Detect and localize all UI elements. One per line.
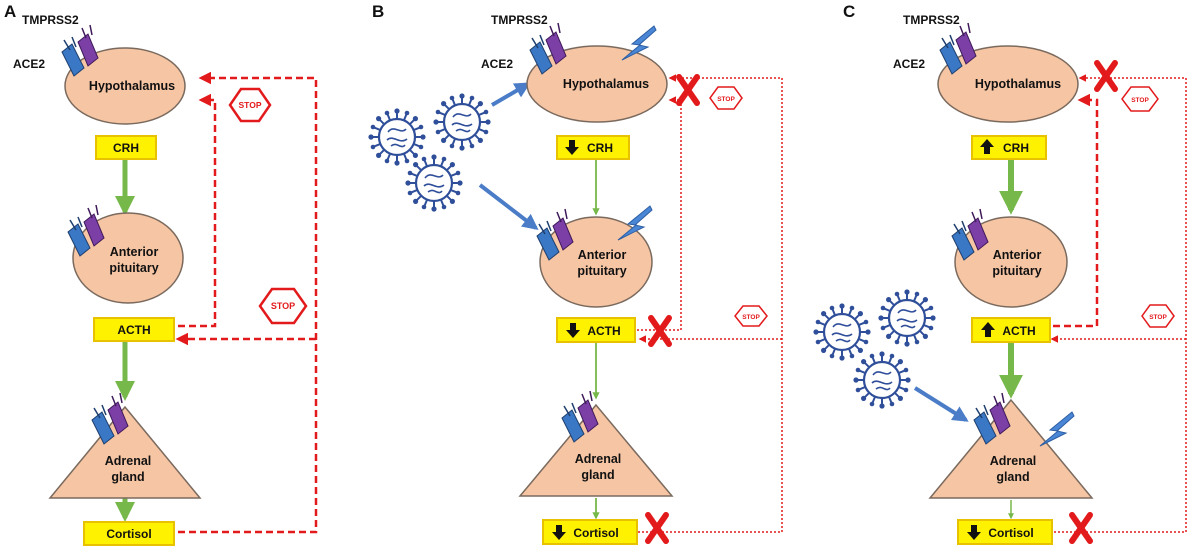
stop-label: STOP — [271, 301, 295, 311]
tmprss2-label: TMPRSS2 — [491, 13, 548, 27]
pituitary-label-line1: Anterior — [993, 248, 1042, 262]
adrenal-label-line2: gland — [581, 468, 614, 482]
red-x-icon — [1072, 515, 1090, 541]
virus-icon — [877, 288, 937, 348]
stop-sign-icon — [1121, 86, 1159, 112]
panel-b: B Hypothalamus TMPRSS2 ACE2 CRH Anterior… — [367, 2, 783, 545]
stop-label: STOP — [742, 314, 760, 321]
pituitary-label-line1: Anterior — [110, 245, 159, 259]
short-feedback-loop — [178, 93, 217, 328]
stop-sign-icon — [709, 86, 743, 110]
panel-label: B — [372, 2, 384, 21]
panel-c: C Hypothalamus TMPRSS2 ACE2 CRH Anterior… — [812, 2, 1187, 545]
panel-a: A Hypothalamus TMPRSS2 ACE2 CRH Anterior… — [4, 2, 318, 546]
ace2-label: ACE2 — [893, 57, 925, 71]
crh-label: CRH — [113, 141, 139, 155]
acth-label: ACTH — [1002, 324, 1035, 338]
adrenal-gland — [928, 398, 1094, 499]
stop-sign-icon — [258, 287, 308, 325]
hypothalamus-label: Hypothalamus — [975, 77, 1061, 91]
pituitary-label-line1: Anterior — [578, 248, 627, 262]
cortisol-label: Cortisol — [573, 526, 618, 540]
virus-icon — [812, 302, 872, 362]
adrenal-gland — [518, 403, 674, 497]
hypothalamus-label: Hypothalamus — [563, 77, 649, 91]
adrenal-label-line2: gland — [996, 470, 1029, 484]
red-x-icon — [648, 515, 666, 541]
long-feedback-to-hypothalamus — [638, 74, 783, 533]
panel-label: A — [4, 2, 16, 21]
ace2-label: ACE2 — [481, 57, 513, 71]
cortisol-box — [83, 521, 175, 546]
virus-to-pituitary-arrow — [478, 183, 539, 230]
crh-label: CRH — [1003, 141, 1029, 155]
long-feedback-to-hypothalamus — [178, 71, 318, 534]
stop-label: STOP — [1131, 97, 1149, 104]
red-x-icon — [679, 77, 697, 103]
long-feedback-to-hypothalamus — [1050, 74, 1187, 533]
pituitary-label-line2: pituitary — [109, 261, 158, 275]
virus-icon — [852, 350, 912, 410]
virus-to-hypothalamus-arrow — [490, 82, 531, 107]
adrenal-label-line1: Adrenal — [575, 452, 622, 466]
adrenal-gland — [48, 405, 202, 499]
acth-box — [93, 317, 175, 342]
hypothalamus — [526, 45, 668, 123]
adrenal-label-line2: gland — [111, 470, 144, 484]
hypothalamus — [937, 45, 1079, 123]
stop-sign-icon — [734, 305, 768, 327]
hypothalamus-label: Hypothalamus — [89, 79, 175, 93]
virus-icon — [404, 153, 464, 213]
hypothalamus — [64, 47, 186, 125]
virus-icon — [367, 107, 427, 167]
panel-label: C — [843, 2, 855, 21]
virus-icon — [432, 92, 492, 152]
short-feedback-loop — [1053, 93, 1099, 328]
stop-sign-icon — [228, 87, 272, 123]
tmprss2-label: TMPRSS2 — [903, 13, 960, 27]
tmprss2-label: TMPRSS2 — [22, 13, 79, 27]
pituitary-label-line2: pituitary — [577, 264, 626, 278]
stop-label: STOP — [1149, 314, 1167, 321]
adrenal-label-line1: Adrenal — [990, 454, 1037, 468]
acth-label: ACTH — [117, 323, 150, 337]
stop-label: STOP — [717, 96, 735, 103]
ace2-label: ACE2 — [13, 57, 45, 71]
crh-label: CRH — [587, 141, 613, 155]
acth-label: ACTH — [587, 324, 620, 338]
stop-label: STOP — [239, 100, 262, 110]
adrenal-label-line1: Adrenal — [105, 454, 152, 468]
stop-sign-icon — [1141, 304, 1175, 328]
red-x-icon — [1097, 63, 1115, 89]
virus-to-adrenal-arrow — [913, 386, 969, 422]
cortisol-label: Cortisol — [988, 526, 1033, 540]
crh-box — [95, 135, 157, 160]
red-x-icon — [651, 318, 669, 344]
cortisol-label: Cortisol — [106, 527, 151, 541]
pituitary-label-line2: pituitary — [992, 264, 1041, 278]
crh-box — [971, 135, 1047, 160]
